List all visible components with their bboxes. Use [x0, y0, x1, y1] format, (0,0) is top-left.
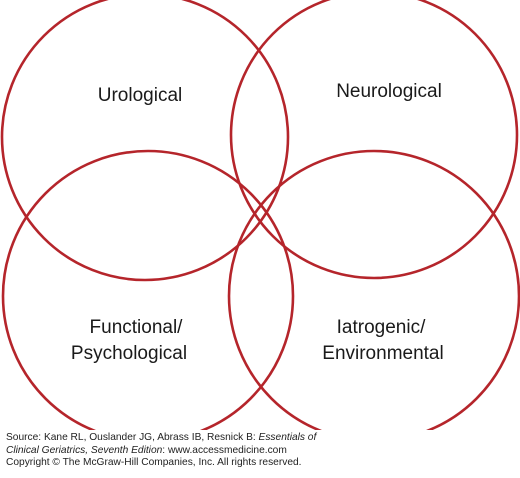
book-title-part2: Clinical Geriatrics, Seventh Edition — [6, 444, 163, 456]
label-iatrogenic-line1: Iatrogenic/ — [337, 317, 426, 338]
source-prefix: Source: Kane RL, Ouslander JG, Abrass IB… — [6, 432, 259, 443]
source-credit: Source: Kane RL, Ouslander JG, Abrass IB… — [6, 432, 516, 470]
circle-neurological — [229, 0, 519, 280]
source-suffix: : www.accessmedicine.com — [162, 444, 287, 456]
book-title-part1: Essentials of — [258, 432, 317, 443]
circle-functional-psychological — [1, 149, 295, 430]
source-line-2: Clinical Geriatrics, Seventh Edition: ww… — [6, 445, 516, 458]
label-neurological: Neurological — [336, 81, 442, 102]
label-urological: Urological — [98, 85, 182, 106]
source-line-1: Source: Kane RL, Ouslander JG, Abrass IB… — [6, 432, 516, 445]
circle-urological — [0, 0, 290, 282]
label-functional-line1: Functional/ — [90, 317, 184, 338]
venn-diagram: Urological Neurological Functional/ Psyc… — [0, 0, 520, 430]
copyright-line: Copyright © The McGraw-Hill Companies, I… — [6, 457, 302, 468]
circle-iatrogenic-environmental — [227, 149, 520, 430]
label-functional-line2: Psychological — [71, 343, 187, 364]
label-iatrogenic-line2: Environmental — [322, 343, 443, 364]
